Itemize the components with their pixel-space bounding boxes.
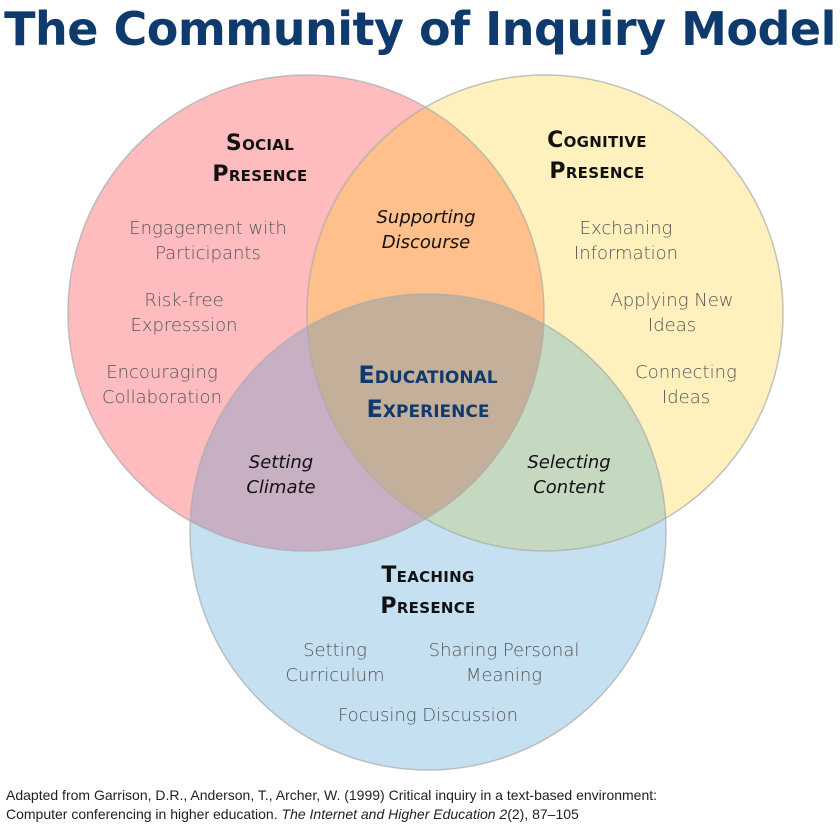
citation: Adapted from Garrison, D.R., Anderson, T… (6, 787, 658, 822)
setting-climate-label: Setting Climate (246, 452, 316, 498)
teaching-item: Focusing Discussion (337, 705, 519, 726)
social-item: Engagement with Participants (129, 218, 287, 264)
supporting-discourse-label: Supporting Discourse (376, 207, 476, 253)
cognitive-item: Applying New Ideas (610, 290, 734, 336)
teaching-item: Setting Curriculum (285, 640, 385, 686)
cognitive-item: Connecting Ideas (635, 362, 737, 408)
teaching-presence-heading: Teaching Presence (380, 563, 476, 619)
social-item: Encouraging Collaboration (102, 362, 222, 408)
teaching-item: Sharing Personal Meaning (428, 640, 580, 686)
cognitive-presence-heading: Cognitive Presence (547, 128, 647, 184)
educational-experience-label: Educational Experience (358, 361, 498, 423)
social-item: Risk-free Expresssion (130, 290, 238, 336)
social-presence-heading: Social Presence (212, 131, 308, 187)
selecting-content-label: Selecting Content (527, 452, 611, 498)
cognitive-item: Exchaning Information (573, 218, 679, 264)
page-title: The Community of Inquiry Model (4, 2, 836, 56)
